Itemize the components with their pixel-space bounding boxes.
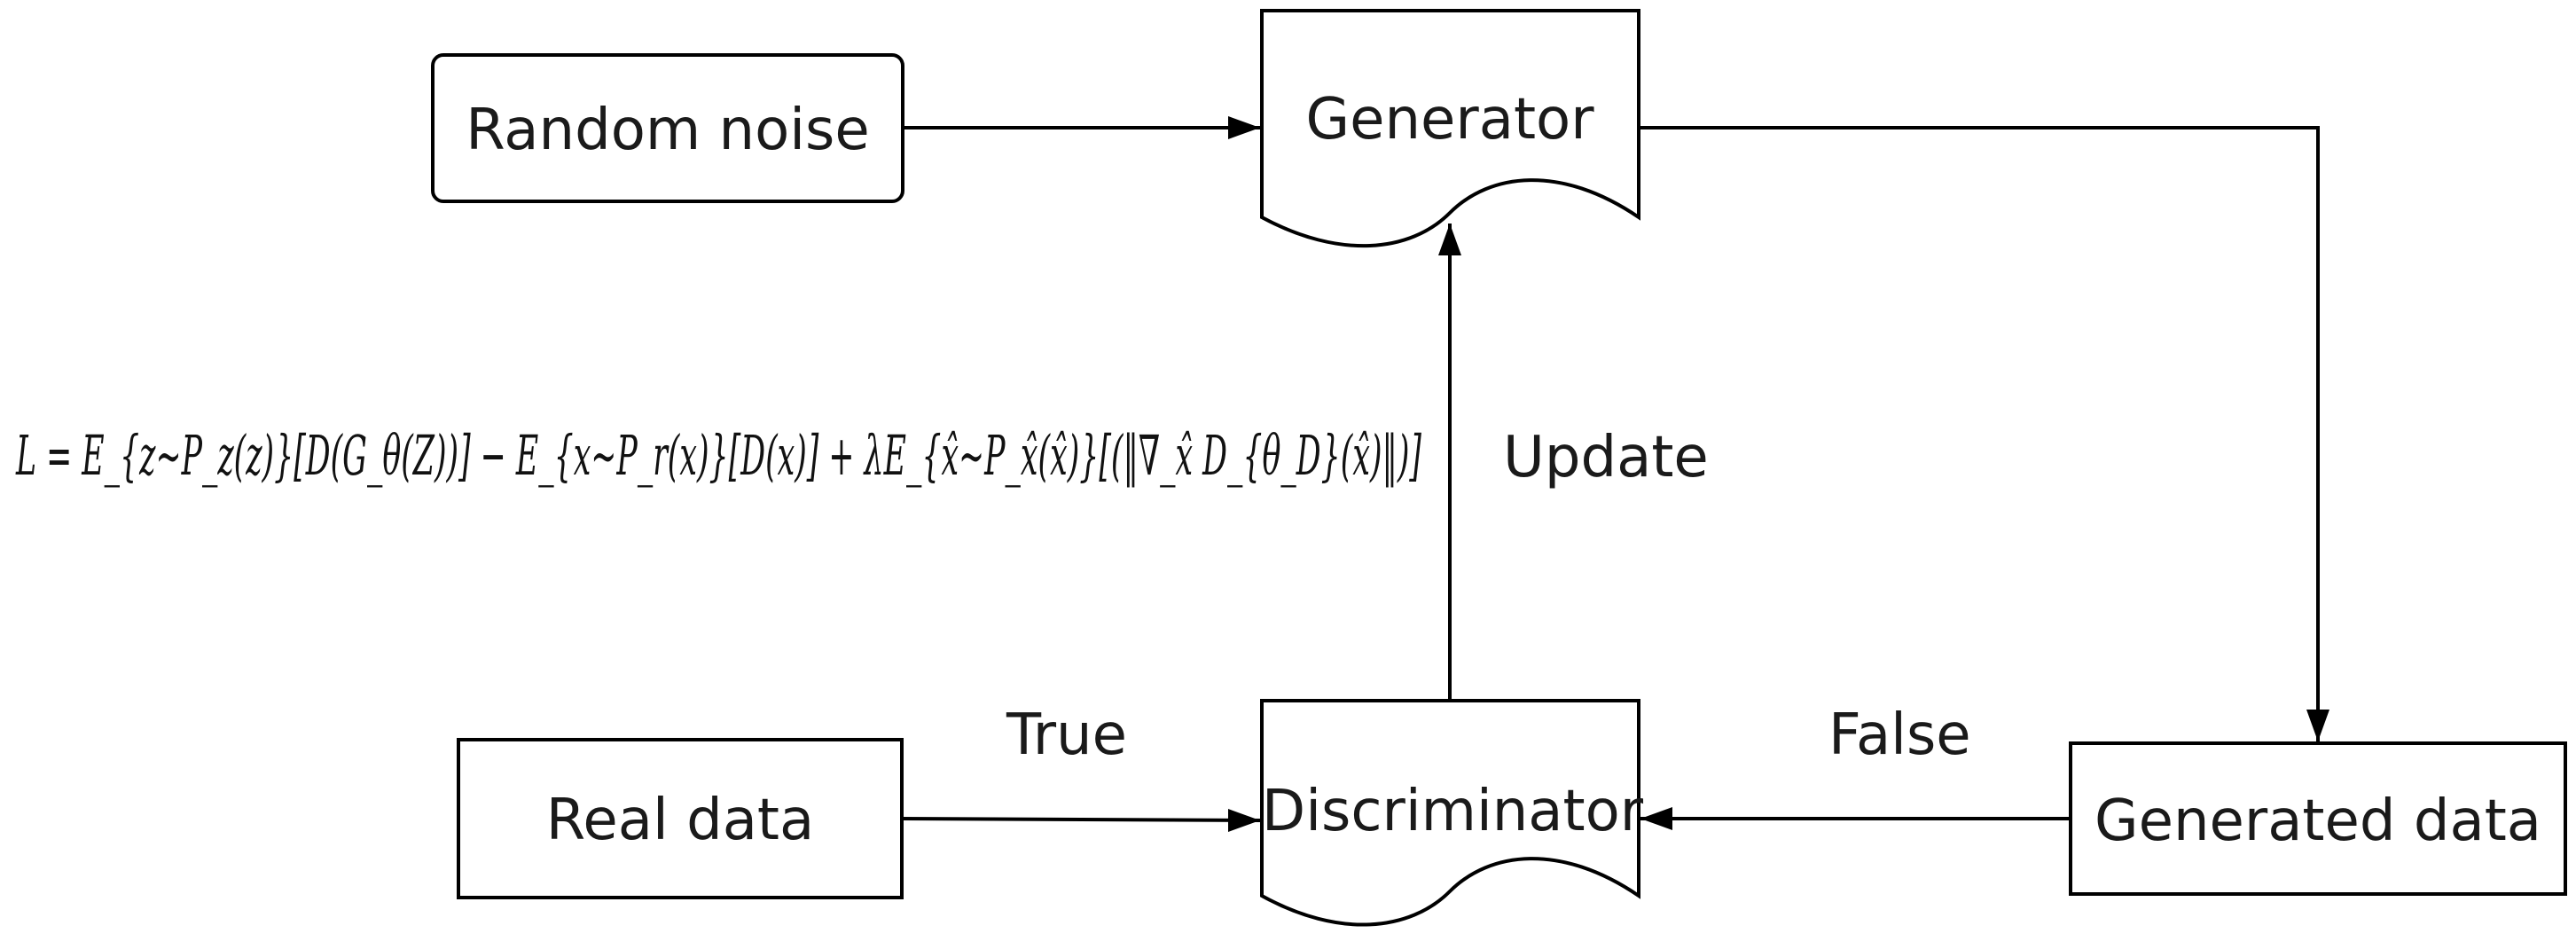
edge-real-data-to-discriminator [901, 817, 1261, 822]
random-noise-label: Random noise [466, 98, 870, 163]
update-label: Update [1503, 425, 1709, 490]
generated-data-label: Generated data [2094, 788, 2541, 854]
real-data-node: Real data [457, 738, 904, 899]
generator-node: Generator [1260, 9, 1640, 248]
true-label: True [1006, 702, 1127, 768]
arrowhead-icon [1640, 807, 1672, 830]
arrowhead-icon [2306, 710, 2329, 741]
discriminator-label: Discriminator [1262, 779, 1644, 844]
discriminator-node: Discriminator [1260, 699, 1644, 927]
generator-label: Generator [1306, 87, 1595, 153]
edge-generator-to-generated-data [1639, 126, 2320, 741]
arrowhead-icon [1228, 809, 1260, 832]
arrowhead-icon [1438, 224, 1461, 255]
arrowhead-icon [1228, 116, 1260, 139]
real-data-label: Real data [546, 788, 814, 853]
generated-data-node: Generated data [2069, 741, 2567, 896]
random-noise-node: Random noise [431, 53, 904, 203]
loss-formula: L = E_{z~P_z(z)}[D(G_θ(Z))] − E_{x~P_r(x… [15, 423, 1421, 488]
false-label: False [1828, 702, 1971, 768]
